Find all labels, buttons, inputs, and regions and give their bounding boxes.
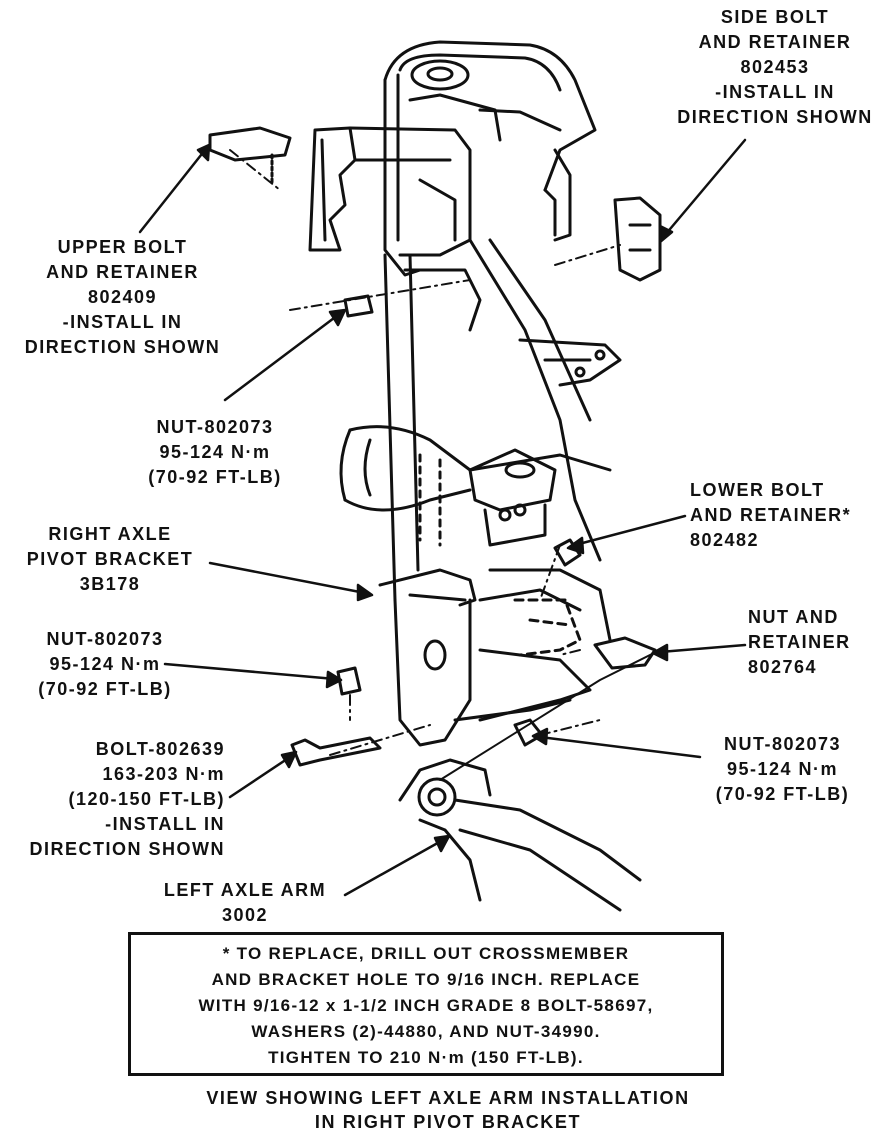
nut-upper-label: NUT-802073 95-124 N·m (70-92 FT-LB) bbox=[148, 417, 282, 487]
note-line: AND BRACKET HOLE TO 9/16 INCH. REPLACE bbox=[211, 970, 641, 989]
figure-caption: VIEW SHOWING LEFT AXLE ARM INSTALLATION … bbox=[0, 1086, 896, 1134]
installation-center-lines bbox=[229, 149, 621, 756]
note-line: TIGHTEN TO 210 N·m (150 FT-LB). bbox=[268, 1048, 584, 1067]
note-line: WASHERS (2)-44880, AND NUT-34990. bbox=[251, 1022, 601, 1041]
left-axle-arm bbox=[398, 649, 661, 912]
nut-right-label: NUT-802073 95-124 N·m (70-92 FT-LB) bbox=[715, 734, 850, 804]
cross-tube bbox=[339, 425, 612, 547]
crossmember-frame bbox=[383, 40, 597, 277]
caption-line: VIEW SHOWING LEFT AXLE ARM INSTALLATION bbox=[206, 1088, 690, 1108]
side-bolt-label: SIDE BOLT AND RETAINER 802453 -INSTALL I… bbox=[677, 7, 873, 127]
fasteners bbox=[208, 126, 662, 767]
right-axle-pivot-bracket-label: RIGHT AXLE PIVOT BRACKET 3B178 bbox=[26, 524, 194, 594]
replacement-note-box: * TO REPLACE, DRILL OUT CROSSMEMBER AND … bbox=[128, 932, 724, 1076]
vertical-member bbox=[383, 238, 622, 602]
pivot-bracket bbox=[378, 568, 612, 747]
lower-mount bbox=[468, 448, 557, 547]
note-line: WITH 9/16-12 x 1-1/2 INCH GRADE 8 BOLT-5… bbox=[198, 996, 654, 1015]
nut-left-label: NUT-802073 95-124 N·m (70-92 FT-LB) bbox=[38, 629, 172, 699]
caption-line: IN RIGHT PIVOT BRACKET bbox=[314, 1112, 582, 1132]
lower-bolt-label: LOWER BOLT AND RETAINER* 802482 bbox=[690, 480, 852, 550]
note-line: * TO REPLACE, DRILL OUT CROSSMEMBER bbox=[222, 944, 630, 963]
frame-bracket bbox=[308, 126, 472, 257]
leader-arrows bbox=[138, 138, 747, 897]
bolt-label: BOLT-802639 163-203 N·m (120-150 FT-LB) … bbox=[29, 739, 225, 859]
left-axle-arm-label: LEFT AXLE ARM 3002 bbox=[163, 880, 327, 925]
nut-and-retainer-label: NUT AND RETAINER 802764 bbox=[748, 607, 851, 677]
upper-bolt-label: UPPER BOLT AND RETAINER 802409 -INSTALL … bbox=[24, 237, 221, 357]
